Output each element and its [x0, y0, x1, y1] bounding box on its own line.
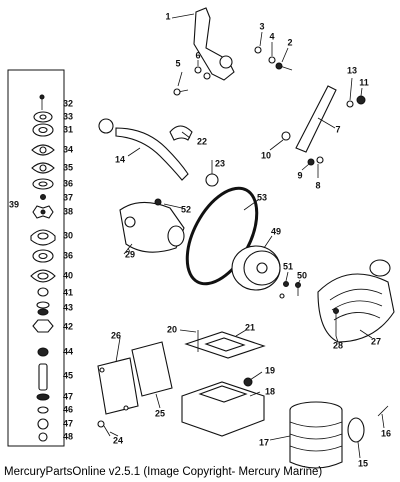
callout-35: 35 [62, 162, 74, 173]
callout-47: 47 [62, 391, 74, 402]
callout-16: 16 [380, 428, 392, 439]
callout-51: 51 [282, 261, 294, 272]
callout-17: 17 [258, 437, 270, 448]
callout-53: 53 [256, 192, 268, 203]
callout-1: 1 [165, 11, 171, 22]
callout-33: 33 [62, 111, 74, 122]
callout-4: 4 [269, 31, 275, 42]
gasket-26 [97, 357, 139, 415]
callout-48: 48 [62, 431, 74, 442]
water-pump [119, 198, 185, 255]
callout-29: 29 [124, 249, 136, 260]
callout-30: 30 [62, 230, 74, 241]
water-hose [115, 127, 189, 181]
callout-18: 18 [264, 386, 276, 397]
callout-47-lower: 47 [62, 418, 74, 429]
callout-50: 50 [296, 270, 308, 281]
callout-39: 39 [8, 199, 20, 210]
callout-37: 37 [62, 192, 74, 203]
callout-11: 11 [359, 77, 369, 88]
copyright-footer: MercuryPartsOnline v2.5.1 (Image Copyrig… [4, 466, 323, 478]
callout-7: 7 [335, 124, 341, 135]
callout-36-bottom: 36 [62, 250, 74, 261]
callout-2: 2 [287, 37, 293, 48]
exhaust-adaptor [181, 381, 265, 437]
callout-31: 31 [62, 124, 74, 135]
callout-19: 19 [264, 365, 276, 376]
callout-40: 40 [62, 270, 74, 281]
callout-49: 49 [270, 226, 282, 237]
callout-9: 9 [297, 170, 303, 181]
callout-24: 24 [112, 435, 124, 446]
callout-38: 38 [62, 206, 74, 217]
gasket-25 [131, 341, 173, 397]
callout-3: 3 [259, 21, 265, 32]
callout-45: 45 [62, 370, 74, 381]
callout-10: 10 [260, 150, 272, 161]
adjusting-arm [295, 85, 337, 153]
callout-28: 28 [332, 340, 344, 351]
callout-13: 13 [346, 65, 358, 76]
callout-8: 8 [315, 180, 321, 191]
column-parts-box [7, 69, 65, 447]
callout-43: 43 [62, 302, 74, 313]
callout-5: 5 [175, 58, 181, 69]
callout-36-top: 36 [62, 178, 74, 189]
clamp-15 [347, 417, 365, 443]
pulley [231, 245, 281, 291]
exhaust-elbow [317, 259, 395, 343]
callout-41: 41 [62, 287, 74, 298]
callout-27: 27 [370, 336, 382, 347]
leader-lines [109, 13, 385, 459]
callout-25: 25 [154, 408, 166, 419]
callout-26: 26 [110, 330, 122, 341]
exhaust-bellows [289, 401, 343, 469]
callout-23: 23 [214, 158, 226, 169]
callout-52: 52 [180, 204, 192, 215]
callout-22: 22 [196, 136, 208, 147]
callout-46: 46 [62, 404, 74, 415]
callout-6: 6 [195, 50, 201, 61]
callout-42: 42 [62, 321, 74, 332]
callout-32: 32 [62, 98, 74, 109]
callout-20: 20 [166, 324, 178, 335]
callout-44: 44 [62, 346, 74, 357]
callout-14: 14 [114, 154, 126, 165]
column-parts [30, 94, 56, 442]
callout-15: 15 [357, 458, 369, 469]
callout-34: 34 [62, 144, 74, 155]
callout-21: 21 [244, 322, 256, 333]
